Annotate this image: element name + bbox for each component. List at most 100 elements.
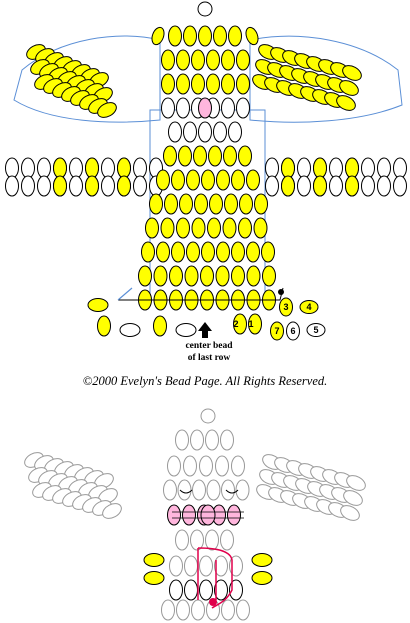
- arm-bead: [5, 175, 19, 197]
- arm-bead: [281, 175, 295, 197]
- body-bead: [220, 429, 234, 451]
- body-bead: [253, 217, 268, 239]
- face-bead: [183, 121, 197, 143]
- wing-bead: [245, 26, 259, 46]
- body-bead: [239, 193, 253, 215]
- body-bead: [246, 265, 261, 287]
- body-bead: [221, 73, 235, 95]
- thread-arrow: [117, 287, 133, 301]
- body-bead: [190, 429, 204, 451]
- face-bead: [235, 479, 250, 501]
- body-bead: [171, 169, 185, 191]
- arm-bead: [329, 175, 343, 197]
- wing-bead: [102, 503, 122, 519]
- face-bead: [161, 97, 175, 119]
- arm-bead: [297, 175, 311, 197]
- face-bead: [206, 479, 221, 501]
- wing-bead: [343, 490, 363, 506]
- leg-bead: [119, 323, 141, 337]
- body-bead: [191, 73, 205, 95]
- body-bead: [171, 241, 185, 263]
- body-bead: [153, 265, 168, 287]
- head-loop-bead: [200, 408, 216, 424]
- arm-bead: [361, 157, 375, 179]
- arm-bead: [37, 175, 51, 197]
- body-bead: [149, 193, 163, 215]
- wing-bead: [340, 505, 360, 521]
- body-bead: [156, 241, 170, 263]
- arm-bead: [393, 157, 407, 179]
- wing-bead: [151, 26, 165, 46]
- leg-bead: [153, 315, 167, 337]
- body-bead: [160, 217, 175, 239]
- arm-bead: [5, 157, 19, 179]
- thread-path: [249, 35, 403, 123]
- body-bead: [206, 49, 220, 71]
- step-number-6: 6: [290, 326, 295, 336]
- arm-bead: [101, 157, 115, 179]
- body-bead: [176, 73, 190, 95]
- face-bead: [221, 97, 235, 119]
- arm-bead: [133, 157, 147, 179]
- body-bead: [141, 241, 155, 263]
- arm-bead: [361, 175, 375, 197]
- body-bead: [246, 241, 260, 263]
- body-bead: [231, 241, 245, 263]
- arm-bead: [133, 175, 147, 197]
- arm-bead: [377, 157, 391, 179]
- step-number-2: 2: [233, 319, 238, 329]
- face-bead: [163, 479, 177, 501]
- leg-bead: [286, 321, 300, 341]
- body-bead: [246, 169, 260, 191]
- step-number-7: 7: [274, 326, 279, 336]
- arm-bead: [265, 175, 279, 197]
- thread-end-dot: [278, 289, 284, 295]
- hand-bead: [143, 571, 165, 585]
- arm-bead: [69, 157, 83, 179]
- body-bead: [216, 241, 230, 263]
- face-bead: [176, 97, 190, 119]
- red-thread: [197, 547, 233, 609]
- body-bead: [261, 241, 275, 263]
- leg-bead: [97, 315, 111, 337]
- nose-bead: [198, 97, 212, 119]
- whisker-bead: [182, 504, 196, 526]
- arm-bead: [329, 157, 343, 179]
- copyright-caption: ©2000 Evelyn's Bead Page. All Rights Res…: [82, 374, 328, 388]
- body-bead: [205, 529, 219, 551]
- body-bead: [238, 217, 252, 239]
- body-bead: [176, 217, 190, 239]
- body-bead: [207, 217, 221, 239]
- arm-bead: [377, 175, 391, 197]
- body-bead: [208, 145, 222, 167]
- leg-bead: [233, 313, 247, 335]
- body-bead: [205, 429, 219, 451]
- body-bead: [169, 265, 183, 287]
- arm-bead: [345, 175, 359, 197]
- wing-bead: [339, 80, 359, 96]
- arm-bead: [297, 157, 311, 179]
- step-number-1: 1: [248, 319, 253, 329]
- red-thread-knot: [209, 598, 217, 606]
- arm-bead: [265, 157, 279, 179]
- arm-bead: [345, 157, 359, 179]
- body-bead: [169, 579, 183, 601]
- body-bead: [216, 169, 230, 191]
- leg-bead: [175, 323, 197, 337]
- body-bead: [214, 555, 228, 577]
- body-bead: [262, 265, 276, 287]
- body-bead: [176, 599, 190, 621]
- body-bead: [183, 25, 197, 47]
- body-bead: [191, 599, 205, 621]
- face-bead: [236, 97, 250, 119]
- arm-bead: [313, 175, 327, 197]
- step-number-4: 4: [306, 302, 311, 312]
- arm-bead: [313, 157, 327, 179]
- hand-bead: [251, 553, 273, 567]
- body-bead: [184, 555, 198, 577]
- face-bead: [177, 479, 192, 501]
- body-bead: [206, 73, 220, 95]
- body-bead: [163, 145, 177, 167]
- body-bead: [224, 193, 238, 215]
- body-bead: [199, 579, 213, 601]
